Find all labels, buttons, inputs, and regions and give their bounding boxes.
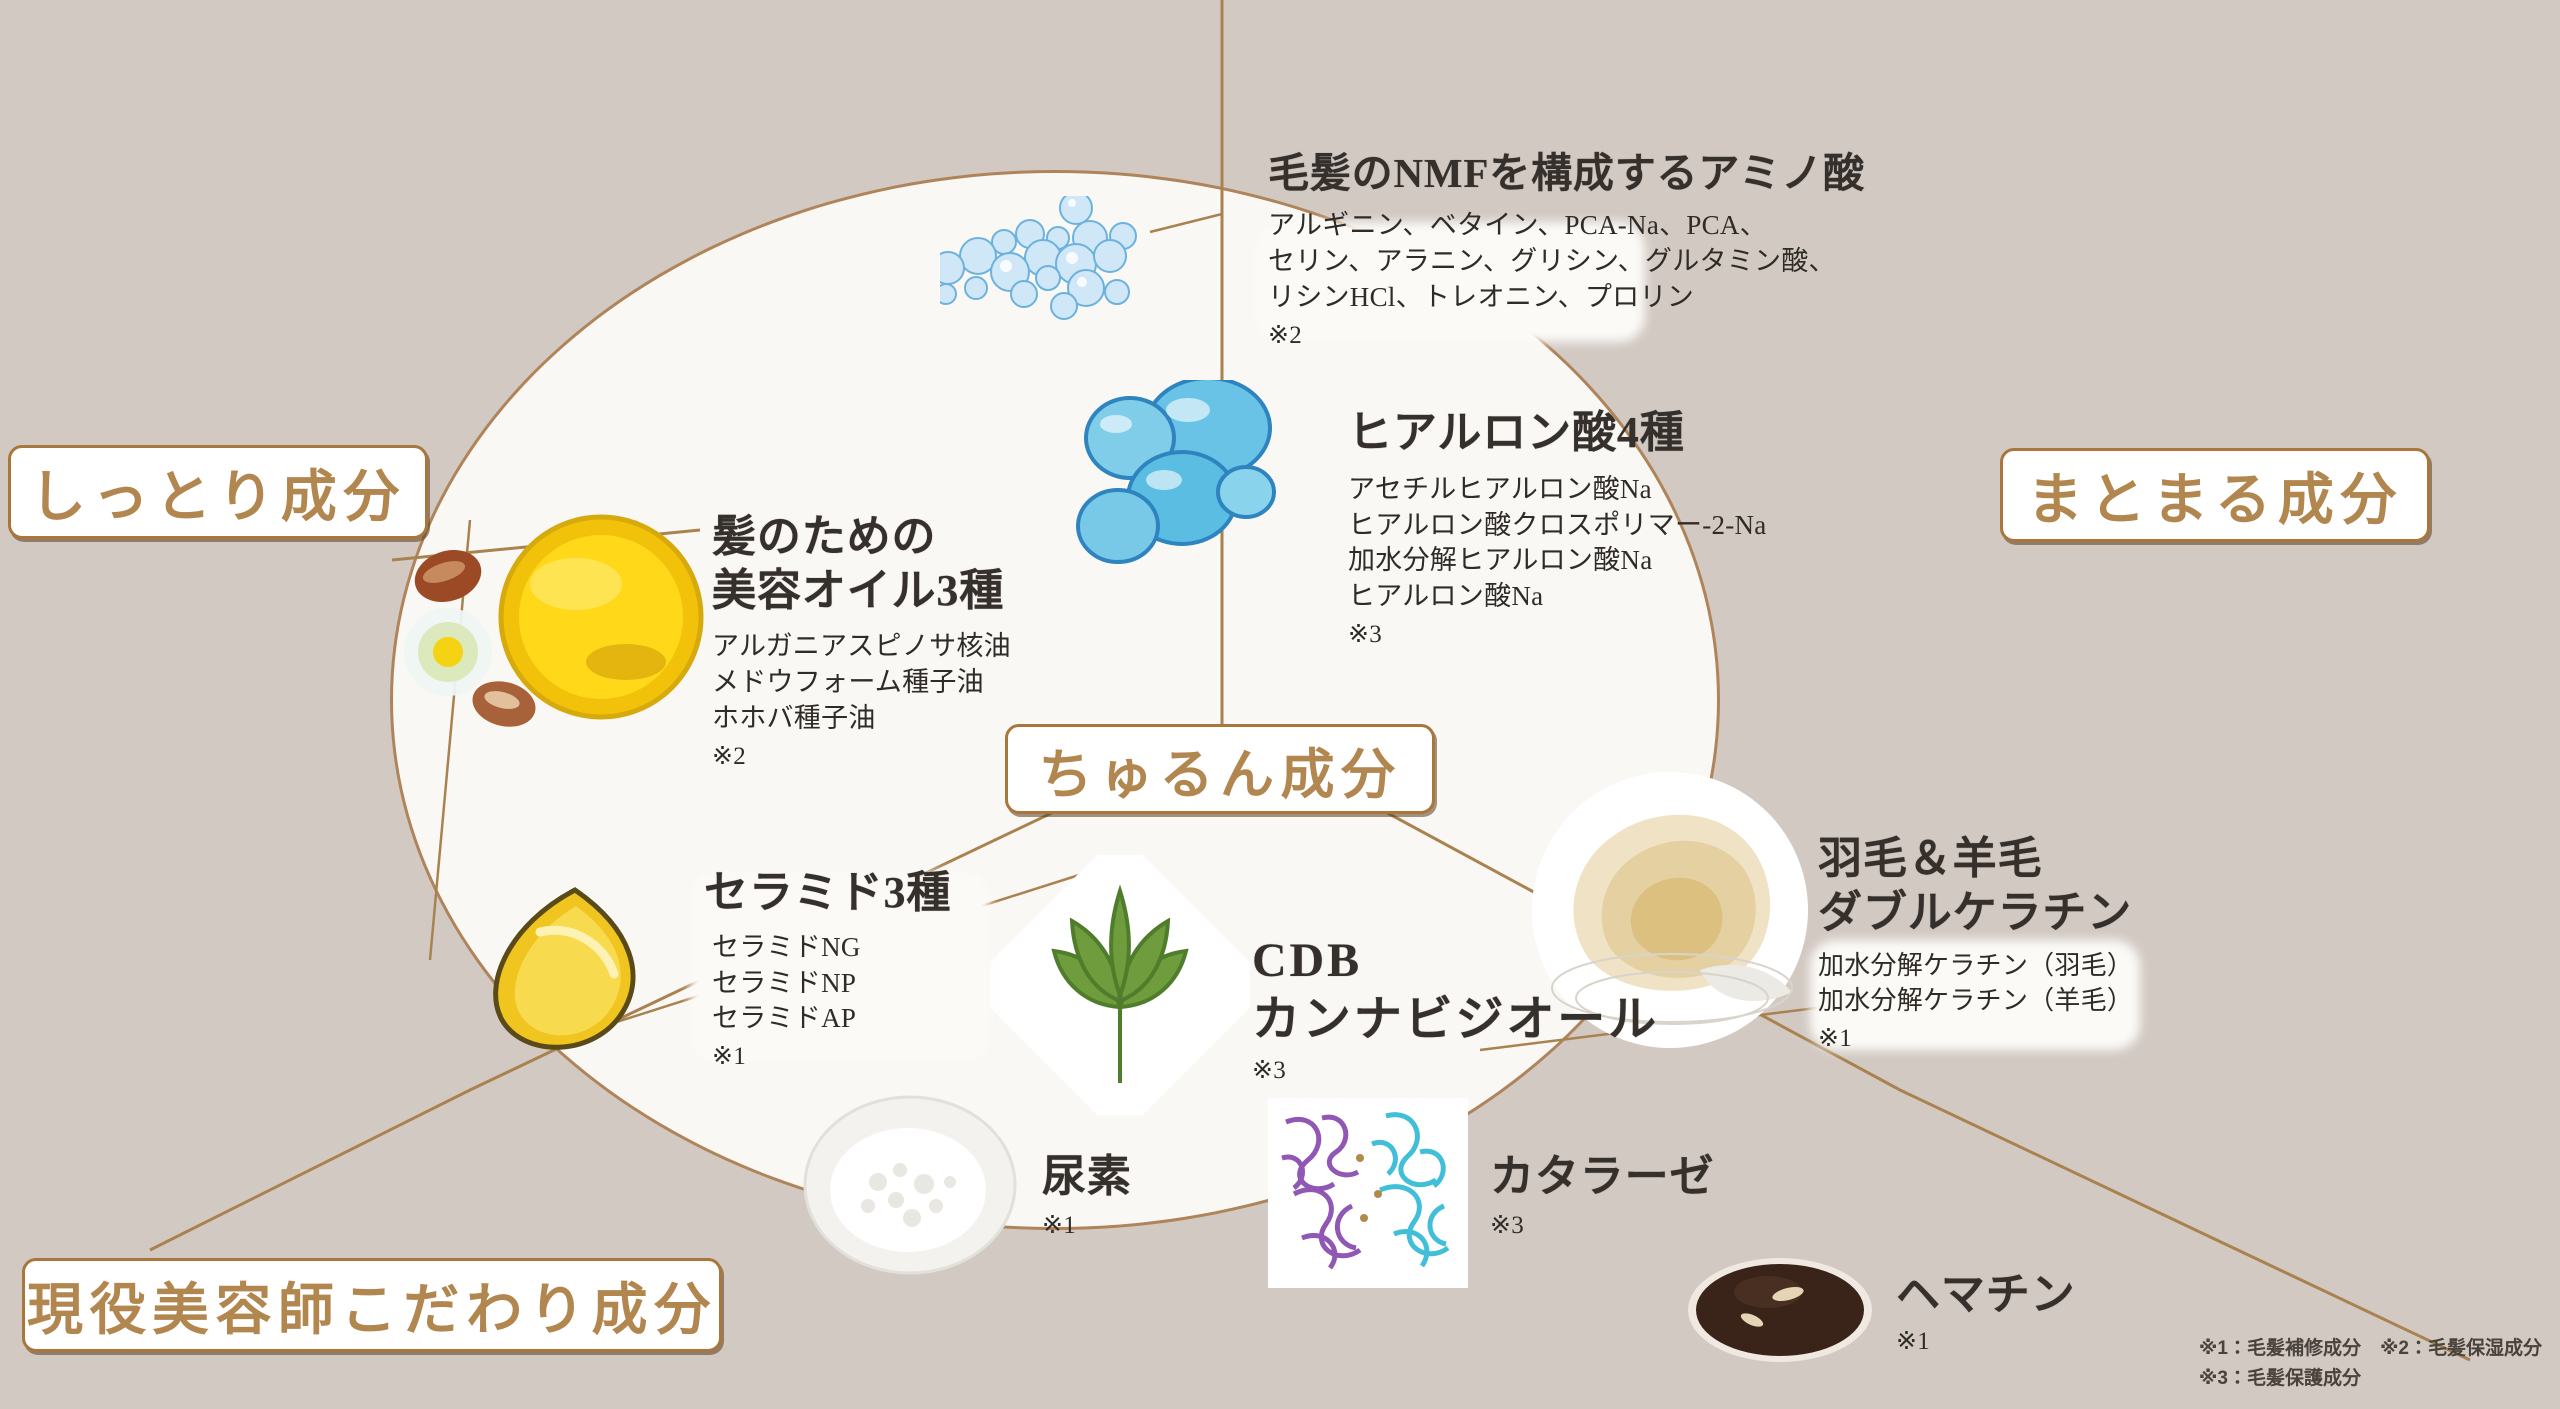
bubbles-icon xyxy=(940,196,1137,320)
ingredient-heading: 毛髪のNMFを構成するアミノ酸 xyxy=(1268,150,1865,196)
hemp-leaf-icon xyxy=(990,855,1250,1115)
ceramide-drop-icon xyxy=(493,887,636,1050)
ingredient-hyaluronic-acid: ヒアルロン酸4種 アセチルヒアルロン酸Na ヒアルロン酸クロスポリマー-2-Na… xyxy=(1348,406,1767,649)
ingredient-heading: ヒアルロン酸4種 xyxy=(1348,408,1685,457)
category-label: ちゅるん成分 xyxy=(1038,744,1402,805)
ingredient-note: ※3 xyxy=(1348,621,1382,649)
ingredient-heading: CDB カンナビジオール xyxy=(1252,934,1660,1046)
ingredient-items: アルガニアスピノサ核油 メドウフォーム種子油 ホホバ種子油 xyxy=(712,631,1011,734)
ingredient-note: ※3 xyxy=(1252,1057,1286,1085)
category-pill-churun[interactable]: ちゅるん成分 xyxy=(1005,724,1435,814)
ingredient-heading: 羽毛＆羊毛 ダブルケラチン xyxy=(1818,834,2133,937)
oil-bowl-icon xyxy=(404,514,704,727)
ingredient-amino-acids: 毛髪のNMFを構成するアミノ酸 アルギニン、ベタイン、PCA-Na、PCA、 セ… xyxy=(1268,148,1865,350)
ingredient-double-keratin: 羽毛＆羊毛 ダブルケラチン 加水分解ケラチン（羽毛） 加水分解ケラチン（羊毛） … xyxy=(1818,832,2133,1053)
protein-structure-icon xyxy=(1268,1098,1468,1288)
ingredient-note: ※1 xyxy=(1818,1024,1852,1052)
category-pill-manageable[interactable]: まとまる成分 xyxy=(2000,448,2430,542)
category-pill-moist[interactable]: しっとり成分 xyxy=(8,445,428,539)
ingredient-hematin: ヘマチン ※1 xyxy=(1896,1268,2076,1356)
ingredient-heading: カタラーゼ xyxy=(1490,1152,1715,1201)
amino-acids-halo xyxy=(1255,222,1645,342)
category-label: しっとり成分 xyxy=(29,466,407,529)
ingredient-heading: 髪のための 美容オイル3種 xyxy=(712,512,1005,615)
ingredient-catalase: カタラーゼ ※3 xyxy=(1490,1150,1714,1240)
ingredient-beauty-oils: 髪のための 美容オイル3種 アルガニアスピノサ核油 メドウフォーム種子油 ホホバ… xyxy=(712,510,1011,771)
ceramides-halo xyxy=(690,872,990,1062)
ingredient-heading: 尿素 xyxy=(1042,1152,1132,1201)
ingredient-items: アルギニン、ベタイン、PCA-Na、PCA、 セリン、アラニン、グリシン、グルタ… xyxy=(1268,210,1836,312)
ingredient-heading: セラミド3種 xyxy=(704,868,952,917)
ingredient-note: ※2 xyxy=(1268,321,1302,349)
ingredient-note: ※2 xyxy=(712,743,746,771)
ingredient-note: ※1 xyxy=(1896,1327,1930,1355)
ingredient-items: アセチルヒアルロン酸Na ヒアルロン酸クロスポリマー-2-Na 加水分解ヒアルロ… xyxy=(1348,473,1767,612)
category-pill-stylist[interactable]: 現役美容師こだわり成分 xyxy=(22,1258,722,1352)
urea-powder-icon xyxy=(803,1095,1017,1275)
ingredient-cbd: CDB カンナビジオール ※3 xyxy=(1252,932,1659,1085)
water-drops-icon xyxy=(1076,380,1276,564)
ingredient-note: ※1 xyxy=(1042,1211,1076,1239)
ingredient-urea: 尿素 ※1 xyxy=(1042,1150,1132,1240)
ingredient-heading: ヘマチン xyxy=(1896,1270,2076,1319)
category-label: 現役美容師こだわり成分 xyxy=(27,1279,717,1342)
ingredient-items: 加水分解ケラチン（羽毛） 加水分解ケラチン（羊毛） xyxy=(1818,951,2134,1015)
wool-feather-icon xyxy=(1532,772,1808,1048)
footnotes: ※1：毛髪補修成分 ※2：毛髪保湿成分 ※3：毛髪保護成分 xyxy=(2199,1334,2542,1393)
footnote-line-2: ※3：毛髪保護成分 xyxy=(2198,1367,2361,1389)
footnote-line-1: ※1：毛髪補修成分 ※2：毛髪保湿成分 xyxy=(2198,1338,2542,1360)
ingredient-note: ※3 xyxy=(1490,1211,1524,1239)
keratin-halo xyxy=(1810,940,2140,1050)
ingredient-items: セラミドNG セラミドNP セラミドAP xyxy=(712,931,861,1034)
category-label: まとまる成分 xyxy=(2026,469,2404,532)
hematin-drop-icon xyxy=(1688,1258,1872,1362)
ingredient-note: ※1 xyxy=(712,1043,746,1071)
ingredient-ceramides: セラミド3種 セラミドNG セラミドNP セラミドAP ※1 xyxy=(704,866,951,1071)
